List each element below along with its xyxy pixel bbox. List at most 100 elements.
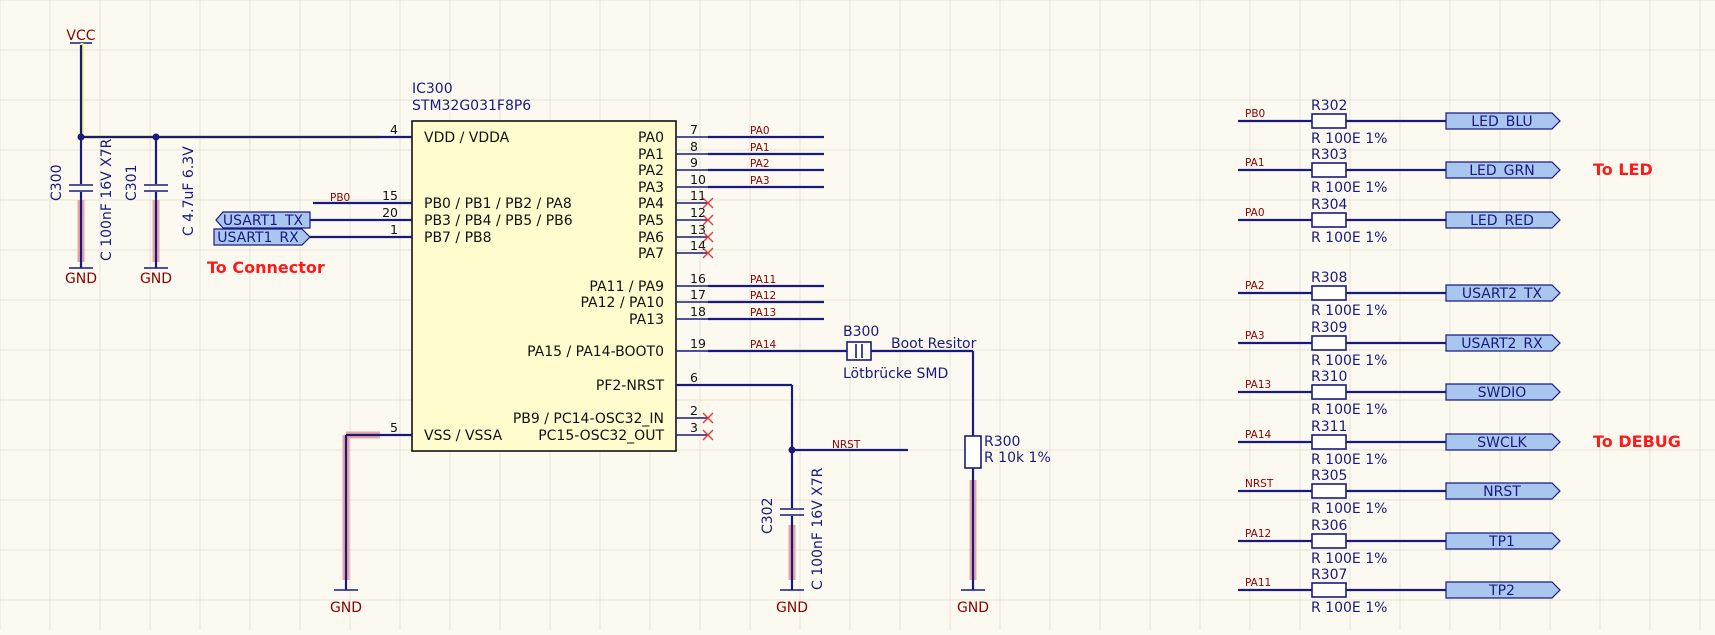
net-label: PA0 (1245, 207, 1265, 219)
port-symbol[interactable] (1445, 112, 1561, 130)
svg-text:3: 3 (690, 420, 698, 435)
resistor-r300[interactable]: GND R300 R 10k 1% (957, 351, 1051, 616)
capacitor-c300[interactable]: GND C300 C 100nF 16V X7R (49, 137, 115, 287)
svg-text:PA5: PA5 (638, 213, 664, 229)
port-label: USART2_TX (1462, 286, 1543, 302)
resistor-value: R 100E 1% (1311, 353, 1387, 369)
resistor-symbol (1311, 335, 1347, 351)
svg-text:PF2-NRST: PF2-NRST (596, 378, 665, 394)
net-label: PB0 (1245, 108, 1265, 120)
usart1-tx-port[interactable]: USART1_TX (215, 211, 412, 229)
net-label: PA3 (750, 175, 770, 187)
port-symbol[interactable] (1445, 383, 1561, 401)
svg-text:7: 7 (690, 122, 698, 137)
ic300-component[interactable]: IC300 STM32G031F8P6 4 VDD / VDDA 15 PB0 … (380, 81, 847, 452)
svg-text:PA13: PA13 (629, 312, 664, 328)
ic300-left-pin[interactable]: 20 PB3 / PB4 / PB5 / PB6 (382, 205, 573, 229)
resistor-value: R 100E 1% (1311, 551, 1387, 567)
usart1-rx-port[interactable]: USART1_RX (213, 228, 412, 246)
net-label: PA2 (1245, 280, 1265, 292)
port-label: LED_RED (1470, 213, 1534, 229)
capacitor-c302[interactable]: GND C302 C 100nF 16V X7R (760, 467, 826, 616)
vss-gnd-connection: GND (330, 431, 412, 616)
c301-value: C 4.7uF 6.3V (181, 146, 197, 236)
svg-text:PA12 / PA10: PA12 / PA10 (581, 295, 665, 311)
port-symbol[interactable] (1445, 211, 1561, 229)
svg-text:20: 20 (382, 205, 398, 220)
no-connect-marker (702, 429, 714, 441)
c300-value: C 100nF 16V X7R (99, 138, 115, 261)
resistor-designator: R303 (1311, 147, 1347, 163)
svg-text:19: 19 (690, 336, 706, 351)
ic300-left-pin[interactable]: 15 PB0 / PB1 / PB2 / PA8 (382, 188, 572, 212)
resistor-symbol (1311, 483, 1347, 499)
resistor-value: R 100E 1% (1311, 452, 1387, 468)
port-symbol[interactable] (1445, 532, 1561, 550)
resistor-designator: R309 (1311, 320, 1347, 336)
svg-text:PB0 / PB1 / PB2 / PA8: PB0 / PB1 / PB2 / PA8 (424, 196, 572, 212)
port-symbol[interactable] (1445, 284, 1561, 302)
port-symbol[interactable] (1445, 161, 1561, 179)
svg-text:12: 12 (690, 205, 706, 220)
svg-text:PA3: PA3 (638, 180, 664, 196)
c302-designator: C302 (760, 498, 776, 535)
svg-text:PA2: PA2 (638, 163, 664, 179)
resistor-symbol (1311, 434, 1347, 450)
ic300-left-pin[interactable]: 5 VSS / VSSA (390, 420, 503, 444)
svg-text:11: 11 (690, 188, 706, 203)
junction-dot (788, 446, 796, 454)
resistor-symbol (1311, 113, 1347, 129)
port-symbol[interactable] (1445, 482, 1561, 500)
net-label: PA3 (1245, 330, 1265, 342)
resistor-designator: R306 (1311, 518, 1348, 534)
port-label: LED_GRN (1469, 163, 1534, 179)
boot-bridge-b300[interactable]: B300 Lötbrücke SMD Boot Resitor (843, 324, 977, 382)
svg-text:13: 13 (690, 222, 706, 237)
port-symbol[interactable] (1445, 433, 1561, 451)
port-label: NRST (1483, 484, 1521, 500)
port-label: SWCLK (1477, 435, 1527, 451)
net-label: PA12 (1245, 528, 1271, 540)
svg-text:10: 10 (690, 172, 706, 187)
ic300-left-pin[interactable]: 4 VDD / VDDA (390, 122, 510, 146)
no-connect-marker (702, 412, 714, 424)
net-label: PA13 (1245, 379, 1271, 391)
vcc-power-port[interactable]: VCC (66, 28, 95, 44)
port-symbol[interactable] (1445, 334, 1561, 352)
svg-text:1: 1 (390, 222, 398, 237)
svg-text:9: 9 (690, 155, 698, 170)
r300-value: R 10k 1% (984, 450, 1051, 466)
no-connect-marker (702, 231, 714, 243)
port-symbol[interactable] (1445, 581, 1561, 599)
net-label: PA12 (750, 290, 776, 302)
capacitor-c301[interactable]: GND C301 C 4.7uF 6.3V (124, 137, 197, 287)
resistor-value: R 100E 1% (1311, 230, 1387, 246)
note-to-debug: To DEBUG (1593, 432, 1681, 451)
ic300-left-pin[interactable]: 1 PB7 / PB8 (390, 222, 491, 246)
